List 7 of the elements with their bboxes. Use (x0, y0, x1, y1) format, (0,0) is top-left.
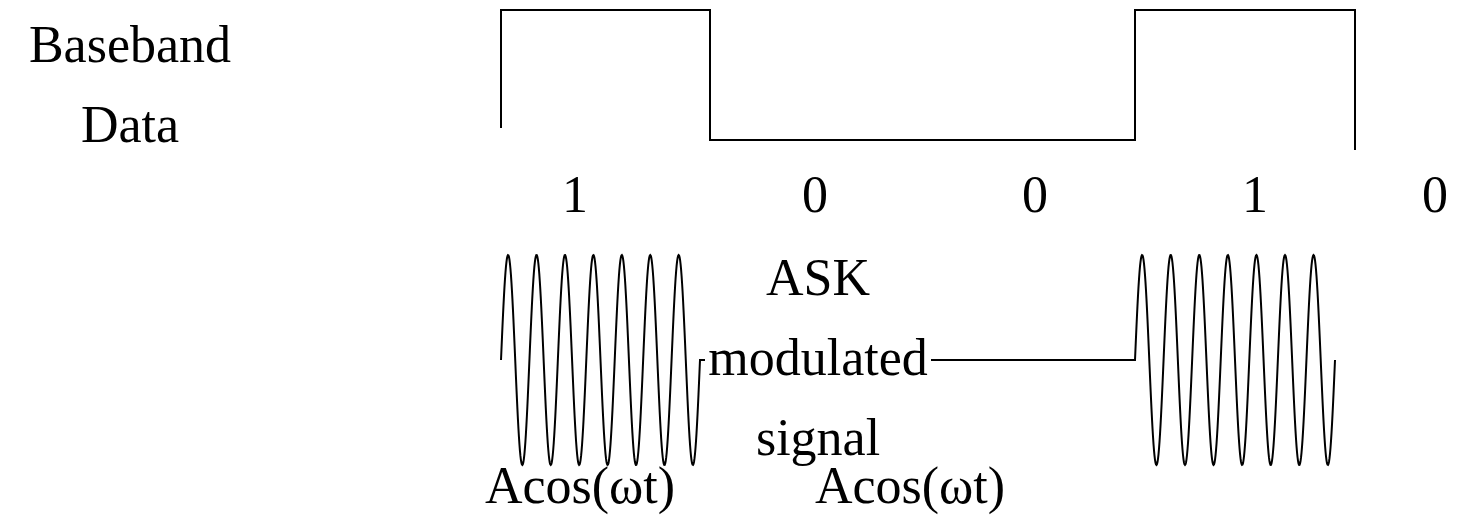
bit-value: 0 (801, 165, 829, 225)
bit-value: 1 (1241, 165, 1269, 225)
bit-value: 1 (561, 165, 589, 225)
bit-value: 0 (1021, 165, 1049, 225)
carrier-expression: Acos(ωt) (483, 456, 677, 516)
signal-label: Baseband Data (27, 15, 233, 155)
bit-value: 0 (1421, 165, 1449, 225)
